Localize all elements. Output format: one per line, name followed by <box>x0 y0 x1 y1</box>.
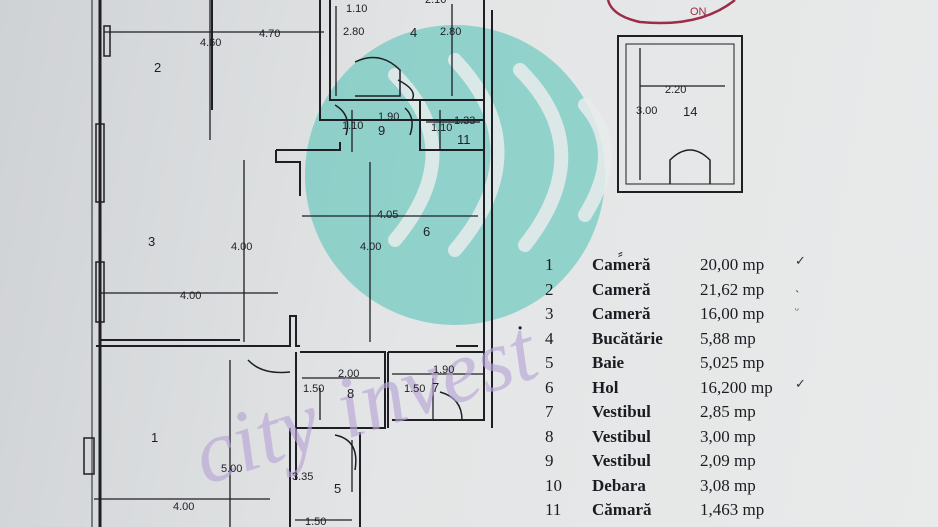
legend-row: 11 Cămară 1,463 mp <box>540 500 860 525</box>
dimension-label: 2.80 <box>440 26 461 38</box>
dimension-label: 4.00 <box>231 241 252 253</box>
dimension-label: 4.00 <box>173 501 194 513</box>
dimension-label: 2.00 <box>338 368 359 380</box>
dimension-label: 3.35 <box>292 471 313 483</box>
dimension-label: 2.80 <box>343 26 364 38</box>
legend-row: 9 Vestibul 2,09 mp <box>540 451 860 476</box>
room-number: 9 <box>378 123 385 138</box>
stamp-text: ON <box>690 6 707 18</box>
legend-row: 6 Hol 16,200 mp ✓ <box>540 375 860 403</box>
dimension-label: 4.05 <box>377 209 398 221</box>
legend-num: 3 <box>545 304 554 323</box>
dimension-label: 4.70 <box>259 28 280 40</box>
legend-num: 5 <box>545 353 554 372</box>
dimension-label: 1.90 <box>378 111 399 123</box>
room-number: 3 <box>148 234 155 249</box>
legend-tick: ✓ <box>795 253 806 268</box>
dimension-label: 1.90 <box>433 364 454 376</box>
dimension-label: 3.00 <box>636 105 657 117</box>
legend-name: Vestibul <box>592 451 651 470</box>
dimension-label: 1.10 <box>342 120 363 132</box>
legend-num: 6 <box>545 377 554 397</box>
legend-area: 21,62 mp <box>700 279 765 299</box>
legend-num: 11 <box>545 500 562 519</box>
legend-row: 4 Bucătărie 5,88 mp <box>540 329 860 354</box>
windows <box>83 25 111 475</box>
legend-row: 3 Cameră 16,00 mp ᵕ <box>540 302 860 329</box>
legend-tick: ˎ <box>795 277 800 293</box>
legend-name: Hol <box>592 377 619 397</box>
dimension-label: 2.10 <box>425 0 446 6</box>
dimension-label: 4.00 <box>360 241 381 253</box>
room-number: 6 <box>423 224 430 239</box>
room-number: 2 <box>154 60 161 75</box>
pen-mark-icon: ⸗ <box>618 245 623 261</box>
legend-num: 9 <box>545 451 554 470</box>
dimension-label: 4.60 <box>200 37 221 49</box>
legend-num: 8 <box>545 426 554 446</box>
dimension-label: 1.50 <box>404 383 425 395</box>
dimension-label: 1.33 <box>454 115 475 127</box>
legend-num: 4 <box>545 328 554 348</box>
legend-row: 8 Vestibul 3,00 mp <box>540 427 860 452</box>
legend-num: 2 <box>545 279 554 299</box>
legend-area: 2,09 mp <box>700 451 756 470</box>
legend-area: 5,025 mp <box>700 353 765 372</box>
dimension-label: 1.50 <box>303 383 324 395</box>
dimension-label: 2.20 <box>665 84 686 96</box>
bullet-dot-icon: • <box>518 321 522 335</box>
room-number: 5 <box>334 481 341 496</box>
legend-area: 20,00 mp <box>700 255 765 274</box>
legend-name: Cameră <box>592 255 651 274</box>
legend-name: Cămară <box>592 500 652 519</box>
legend-name: Vestibul <box>592 426 651 446</box>
dimension-label: 1.10 <box>346 3 367 15</box>
room-number: 1 <box>151 430 158 445</box>
dimension-label: 5.00 <box>221 463 242 475</box>
legend-area: 3,08 mp <box>700 475 756 495</box>
legend-num: 10 <box>545 475 562 495</box>
legend-row: 7 Vestibul 2,85 mp <box>540 402 860 427</box>
legend-area: 16,00 mp <box>700 304 765 323</box>
stamp-seal: ON <box>606 0 736 25</box>
room-number: 14 <box>683 104 697 119</box>
legend-row: 2 Cameră 21,62 mp ˎ <box>540 277 860 305</box>
legend-num: 1 <box>545 255 554 274</box>
room-number: 11 <box>457 132 471 147</box>
legend-area: 2,85 mp <box>700 402 756 421</box>
legend-name: Vestibul <box>592 402 651 421</box>
legend-tick: ✓ <box>795 375 806 391</box>
dimension-lines <box>94 0 725 527</box>
dimension-label: 4.00 <box>180 290 201 302</box>
dimension-label: 1.10 <box>431 122 452 134</box>
room-14-outline <box>617 35 743 193</box>
legend-tick: ᵕ <box>795 302 799 317</box>
walls <box>91 0 493 527</box>
legend-area: 1,463 mp <box>700 500 765 519</box>
legend-area: 16,200 mp <box>700 377 773 397</box>
watermark-logo-icon <box>388 53 612 257</box>
legend-area: 3,00 mp <box>700 426 756 446</box>
legend-name: Debara <box>592 475 646 495</box>
legend-area: 5,88 mp <box>700 328 756 348</box>
legend-row: 1 Cameră 20,00 mp ✓ <box>540 253 860 280</box>
legend-name: Bucătărie <box>592 328 663 348</box>
door-swings <box>247 56 463 471</box>
legend-num: 7 <box>545 402 554 421</box>
room-number: 8 <box>347 386 354 401</box>
legend-name: Cameră <box>592 279 651 299</box>
legend-name: Cameră <box>592 304 651 323</box>
room-number: 4 <box>410 25 417 40</box>
dimension-label: 1.50 <box>305 516 326 527</box>
room-number: 7 <box>432 380 439 395</box>
legend-row: 5 Baie 5,025 mp <box>540 353 860 378</box>
legend-name: Baie <box>592 353 625 372</box>
legend-row: 10 Debara 3,08 mp <box>540 476 860 501</box>
